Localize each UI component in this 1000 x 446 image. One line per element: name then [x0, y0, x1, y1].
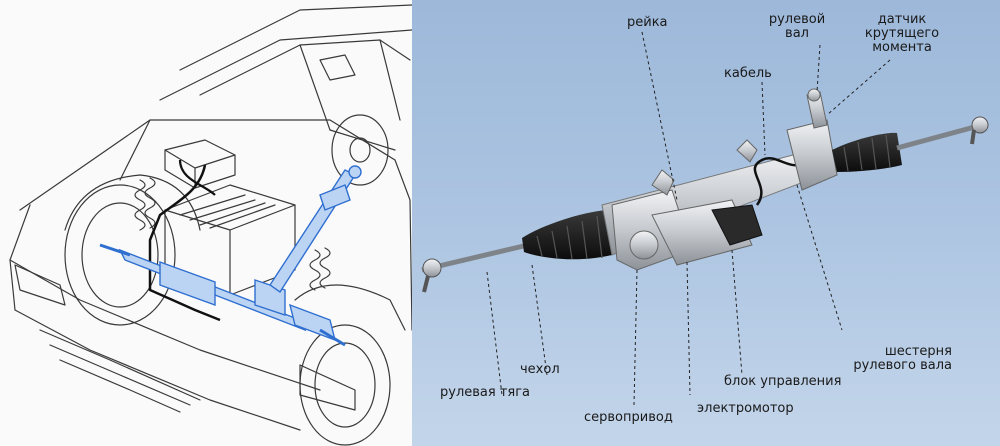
label-pinion: шестерня рулевого вала [853, 344, 952, 373]
cable [753, 157, 808, 206]
label-servo-drive: сервопривод [584, 410, 673, 425]
control-unit [711, 204, 763, 246]
steering-rack-panel: рейка рулевой вал датчик крутящего момен… [412, 0, 1000, 446]
right-tie-rod [896, 122, 983, 151]
left-boot [522, 210, 612, 260]
steering-rack-drawing [421, 31, 989, 406]
label-reyka: рейка [627, 15, 668, 30]
label-rulevoy-val: рулевой вал [768, 12, 826, 41]
car-line-drawing [9, 4, 412, 446]
label-control-unit: блок управления [724, 374, 842, 389]
car-illustration-panel [0, 0, 412, 446]
left-tie-rod-end [422, 258, 442, 278]
label-torque-sensor: датчик крутящего момента [864, 12, 940, 55]
label-kabel: кабель [724, 66, 772, 81]
label-chehol: чехол [520, 362, 560, 377]
label-tie-rod: рулевая тяга [440, 385, 531, 400]
label-electric-motor: электромотор [697, 401, 794, 416]
right-boot [832, 132, 902, 172]
